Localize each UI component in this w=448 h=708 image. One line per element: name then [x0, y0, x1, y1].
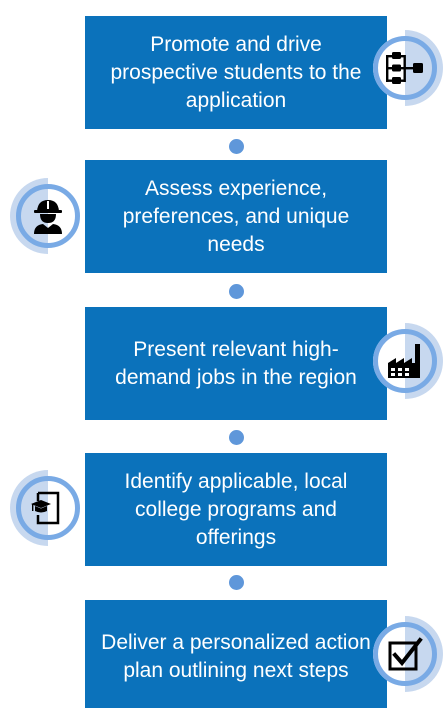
factory-icon	[388, 344, 420, 378]
step-3-badge	[373, 329, 437, 393]
connector-dot-3	[229, 430, 244, 445]
connector-dot-4	[229, 575, 244, 590]
step-1-text: Promote and drive prospective students t…	[110, 32, 362, 112]
step-5-text: Deliver a personalized action plan outli…	[101, 630, 371, 682]
step-3-box: Present relevant high-demand jobs in the…	[85, 307, 387, 420]
step-1-box: Promote and drive prospective students t…	[85, 16, 387, 129]
step-4-box: Identify applicable, local college progr…	[85, 453, 387, 566]
connector-dot-1	[229, 139, 244, 154]
step-5-box: Deliver a personalized action plan outli…	[85, 600, 387, 708]
checkbox-icon	[388, 637, 423, 671]
worker-icon	[34, 200, 62, 234]
connector-dot-2	[229, 284, 244, 299]
step-2-box: Assess experience, preferences, and uniq…	[85, 160, 387, 273]
graduation-document-icon	[31, 491, 60, 525]
step-2-badge	[16, 184, 80, 248]
step-3-text: Present relevant high-demand jobs in the…	[115, 337, 357, 389]
step-4-badge	[16, 476, 80, 540]
step-2-text: Assess experience, preferences, and uniq…	[122, 176, 350, 256]
hierarchy-icon	[386, 52, 423, 84]
step-5-badge	[373, 622, 437, 686]
step-4-text: Identify applicable, local college progr…	[124, 469, 348, 549]
step-1-badge	[373, 36, 437, 100]
